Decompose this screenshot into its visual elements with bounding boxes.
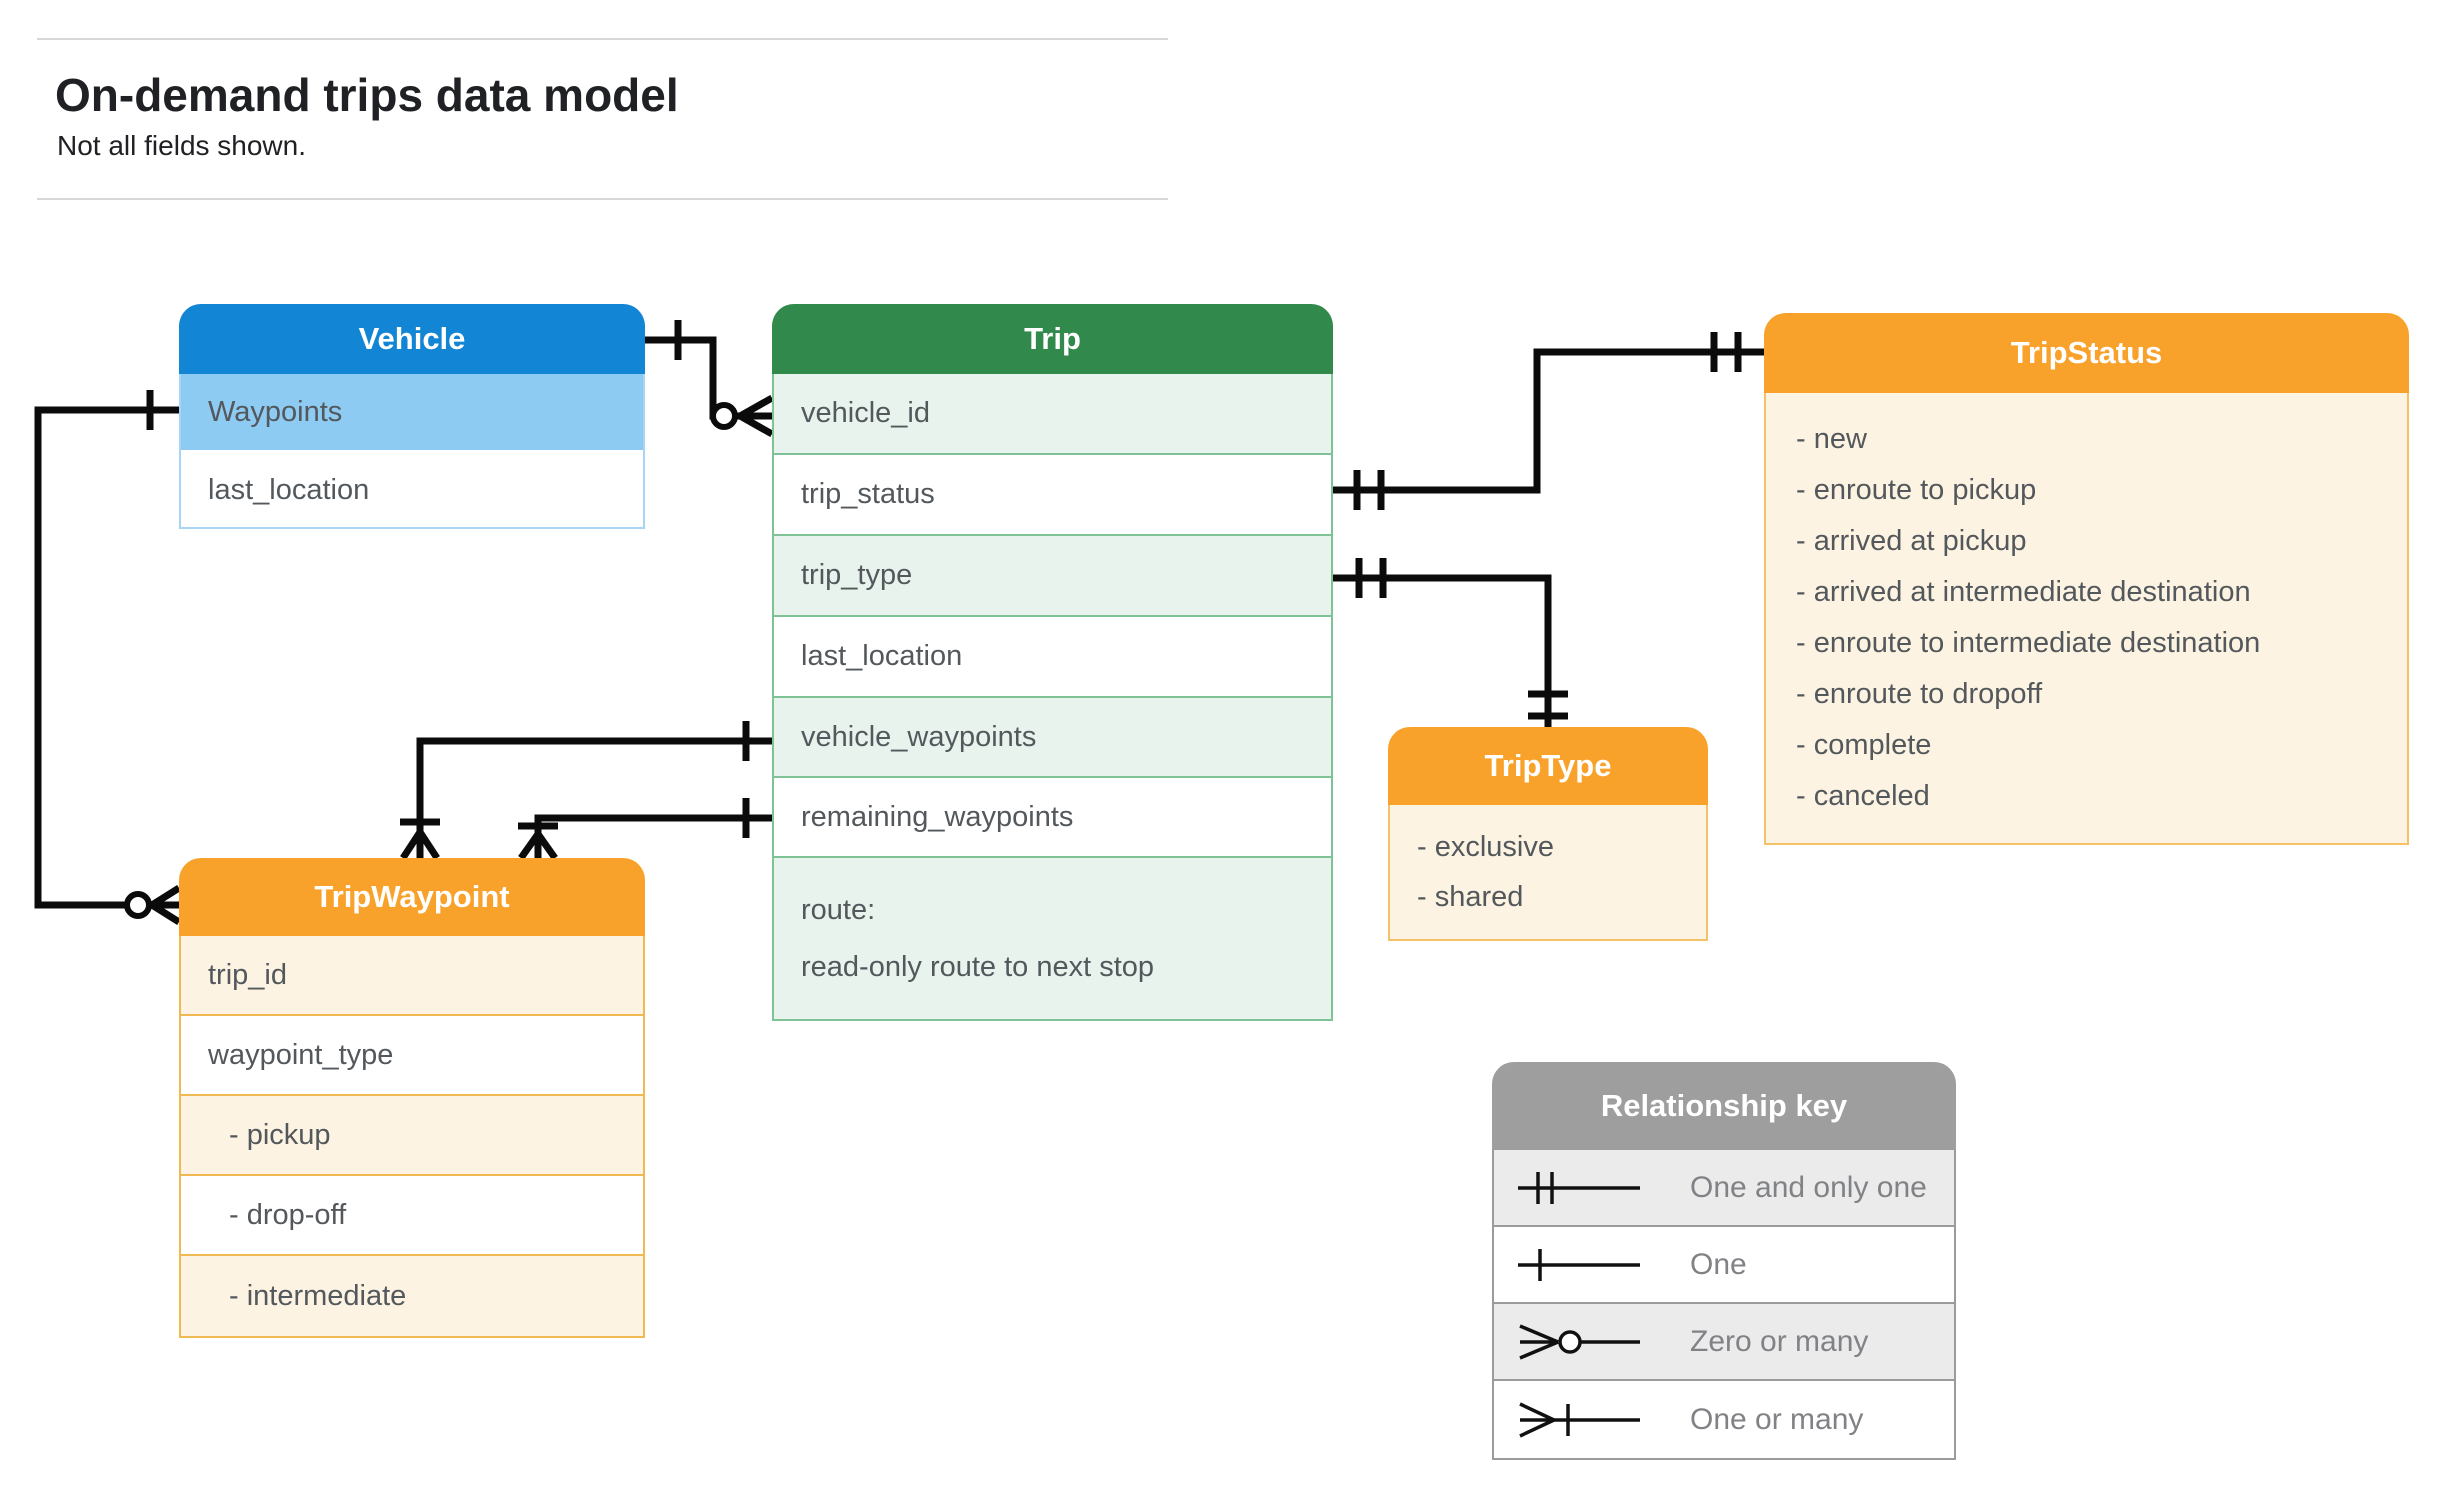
page-title: On-demand trips data model [55, 69, 679, 121]
waypoint-value-intermediate: - intermediate [181, 1256, 643, 1336]
type-value: - shared [1417, 881, 1524, 913]
field-trip-id: trip_id [181, 936, 643, 1016]
one-and-only-one-icon [1518, 1171, 1640, 1204]
page-subtitle: Not all fields shown. [57, 130, 307, 161]
legend-row-one: One [1494, 1227, 1954, 1304]
entity-trip: Trip vehicle_id trip_status trip_type la… [772, 304, 1333, 1021]
crow-foot [738, 394, 774, 438]
relationship-key-title: Relationship key [1492, 1062, 1956, 1150]
field-last-location: last_location [774, 617, 1331, 698]
field-trip-type: trip_type [774, 536, 1331, 617]
one-ticks [518, 798, 750, 838]
zero-circle [124, 891, 152, 919]
waypoint-value-dropoff: - drop-off [181, 1176, 643, 1256]
field-vehicle-id: vehicle_id [774, 374, 1331, 455]
connector-trip-tripwaypoint-1 [416, 737, 772, 858]
route-label: route: [801, 893, 876, 926]
route-description: read-only route to next stop [801, 950, 1155, 983]
field-remaining-waypoints: remaining_waypoints [774, 778, 1331, 858]
status-value: - enroute to dropoff [1796, 678, 2043, 710]
legend-row-zero-or-many: Zero or many [1494, 1304, 1954, 1381]
field-last-location: last_location [181, 453, 643, 527]
status-value: - new [1796, 423, 1867, 455]
crow-foot [150, 885, 181, 925]
legend-label: Zero or many [1690, 1324, 1869, 1358]
connector-vehicle-trip [645, 336, 772, 420]
legend-label: One or many [1690, 1402, 1864, 1436]
relationship-key: Relationship key One and only one [1492, 1062, 1956, 1460]
tripstatus-values: - new - enroute to pickup - arrived at p… [1764, 393, 2409, 845]
entity-vehicle: Vehicle Waypoints last_location [179, 304, 645, 529]
entity-tripwaypoint-title: TripWaypoint [179, 858, 645, 936]
status-value: - enroute to pickup [1796, 474, 2037, 506]
entity-tripwaypoint: TripWaypoint trip_id waypoint_type - pic… [179, 858, 645, 1338]
field-vehicle-waypoints: vehicle_waypoints [774, 698, 1331, 778]
field-waypoint-type: waypoint_type [181, 1016, 643, 1096]
entity-tripstatus-title: TripStatus [1764, 313, 2409, 393]
triptype-values: - exclusive - shared [1388, 805, 1708, 941]
status-value: - arrived at intermediate destination [1796, 576, 2251, 608]
type-value: - exclusive [1417, 831, 1554, 863]
one-and-only-one-ticks [1353, 332, 1742, 510]
connector-trip-tripstatus [1333, 348, 1764, 494]
status-value: - canceled [1796, 780, 1930, 812]
status-value: - complete [1796, 729, 1932, 761]
field-route: route: read-only route to next stop [774, 858, 1331, 1019]
divider-top [37, 38, 1168, 40]
entity-triptype-title: TripType [1388, 727, 1708, 805]
entity-vehicle-title: Vehicle [179, 304, 645, 374]
status-value: - arrived at pickup [1796, 525, 2027, 557]
status-value: - enroute to intermediate destination [1796, 627, 2261, 659]
crow-foot [400, 830, 440, 860]
zero-circle [710, 402, 738, 430]
legend-row-one-and-only-one: One and only one [1494, 1150, 1954, 1227]
connector-trip-triptype [1333, 574, 1552, 727]
zero-or-many-icon [1519, 1323, 1640, 1360]
legend-label: One and only one [1690, 1170, 1927, 1204]
connector-vehicle-tripwaypoint [34, 406, 179, 909]
entity-triptype: TripType - exclusive - shared [1388, 727, 1708, 941]
crow-foot [518, 831, 558, 861]
one-ticks [400, 721, 750, 826]
one-and-only-one-ticks [1355, 558, 1568, 720]
one-icon [1518, 1248, 1640, 1281]
field-waypoints: Waypoints [181, 374, 643, 453]
legend-row-one-or-many: One or many [1494, 1381, 1954, 1458]
entity-tripstatus: TripStatus - new - enroute to pickup - a… [1764, 313, 2409, 845]
entity-trip-title: Trip [772, 304, 1333, 374]
legend-label: One [1690, 1247, 1747, 1281]
connector-trip-tripwaypoint-2 [534, 814, 772, 858]
waypoint-value-pickup: - pickup [181, 1096, 643, 1176]
one-or-many-icon [1519, 1401, 1640, 1438]
divider-bottom [37, 198, 1168, 200]
field-trip-status: trip_status [774, 455, 1331, 536]
